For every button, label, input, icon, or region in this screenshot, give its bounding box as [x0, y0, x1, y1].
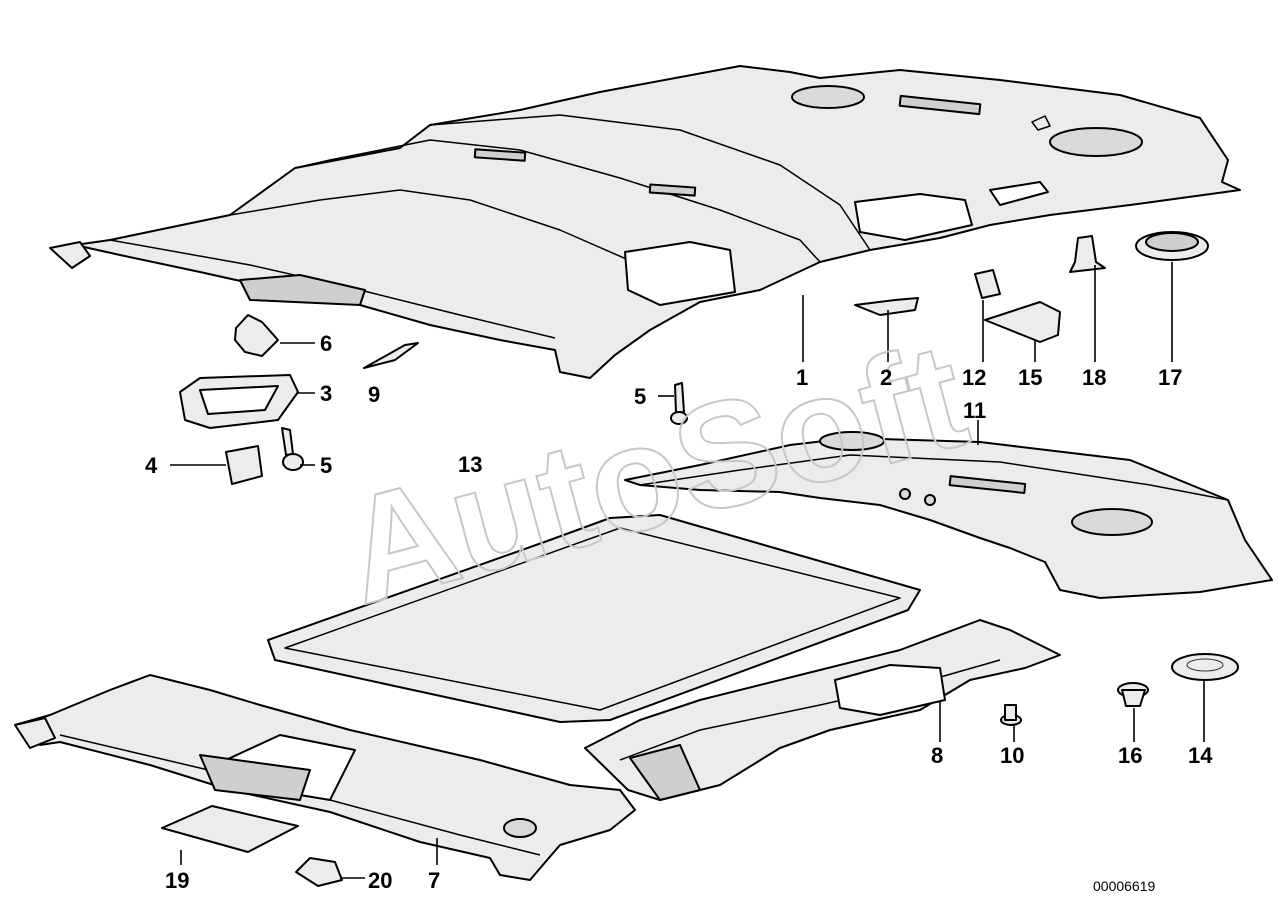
callout-14: 14	[1188, 743, 1213, 768]
part-5-screw-center	[670, 382, 688, 425]
callout-17: 17	[1158, 365, 1182, 390]
callout-19: 19	[165, 868, 189, 893]
sunroof-panel-part-13	[267, 514, 921, 723]
part-15-flap	[984, 301, 1061, 343]
callout-5b: 5	[320, 453, 332, 478]
side-trim-part-8	[584, 619, 1061, 801]
callout-7: 7	[428, 868, 440, 893]
rear-headliner-part-11	[624, 431, 1273, 599]
part-20-bracket	[295, 857, 343, 887]
callout-6: 6	[320, 331, 332, 356]
part-12-clip	[974, 269, 1001, 299]
part-18-clip	[1069, 235, 1106, 273]
callout-20: 20	[368, 868, 392, 893]
part-14-cover-disc	[1171, 653, 1239, 681]
callout-13: 13	[458, 452, 482, 477]
callout-16: 16	[1118, 743, 1142, 768]
part-3-handle	[179, 374, 299, 429]
callout-9: 9	[368, 382, 380, 407]
part-16-plug	[1117, 682, 1149, 707]
callout-labels: 1 2 3 4 5 5 6 7 8 9 10 11 12 13 14 15 16…	[145, 331, 1213, 893]
part-17-speaker-grille	[1135, 231, 1209, 261]
callout-12: 12	[962, 365, 986, 390]
leader-lines	[170, 262, 1205, 879]
callout-15: 15	[1018, 365, 1042, 390]
part-2-bracket	[854, 297, 919, 316]
callout-4: 4	[145, 453, 158, 478]
part-19-plate	[161, 805, 299, 853]
callout-18: 18	[1082, 365, 1106, 390]
part-6-clip	[234, 314, 279, 357]
part-10-push-pin	[1000, 704, 1022, 726]
headliner-main-part-1	[49, 65, 1241, 379]
document-id: 00006619	[1093, 878, 1156, 894]
callout-10: 10	[1000, 743, 1024, 768]
callout-1: 1	[796, 365, 808, 390]
part-4-cover	[225, 445, 263, 485]
part-9-strip	[363, 342, 419, 369]
callout-8: 8	[931, 743, 943, 768]
callout-5a: 5	[634, 384, 646, 409]
side-trim-part-7	[14, 674, 636, 881]
part-5-screw-left	[281, 427, 304, 471]
callout-2: 2	[880, 365, 892, 390]
callout-3: 3	[320, 381, 332, 406]
callout-11: 11	[963, 398, 986, 423]
